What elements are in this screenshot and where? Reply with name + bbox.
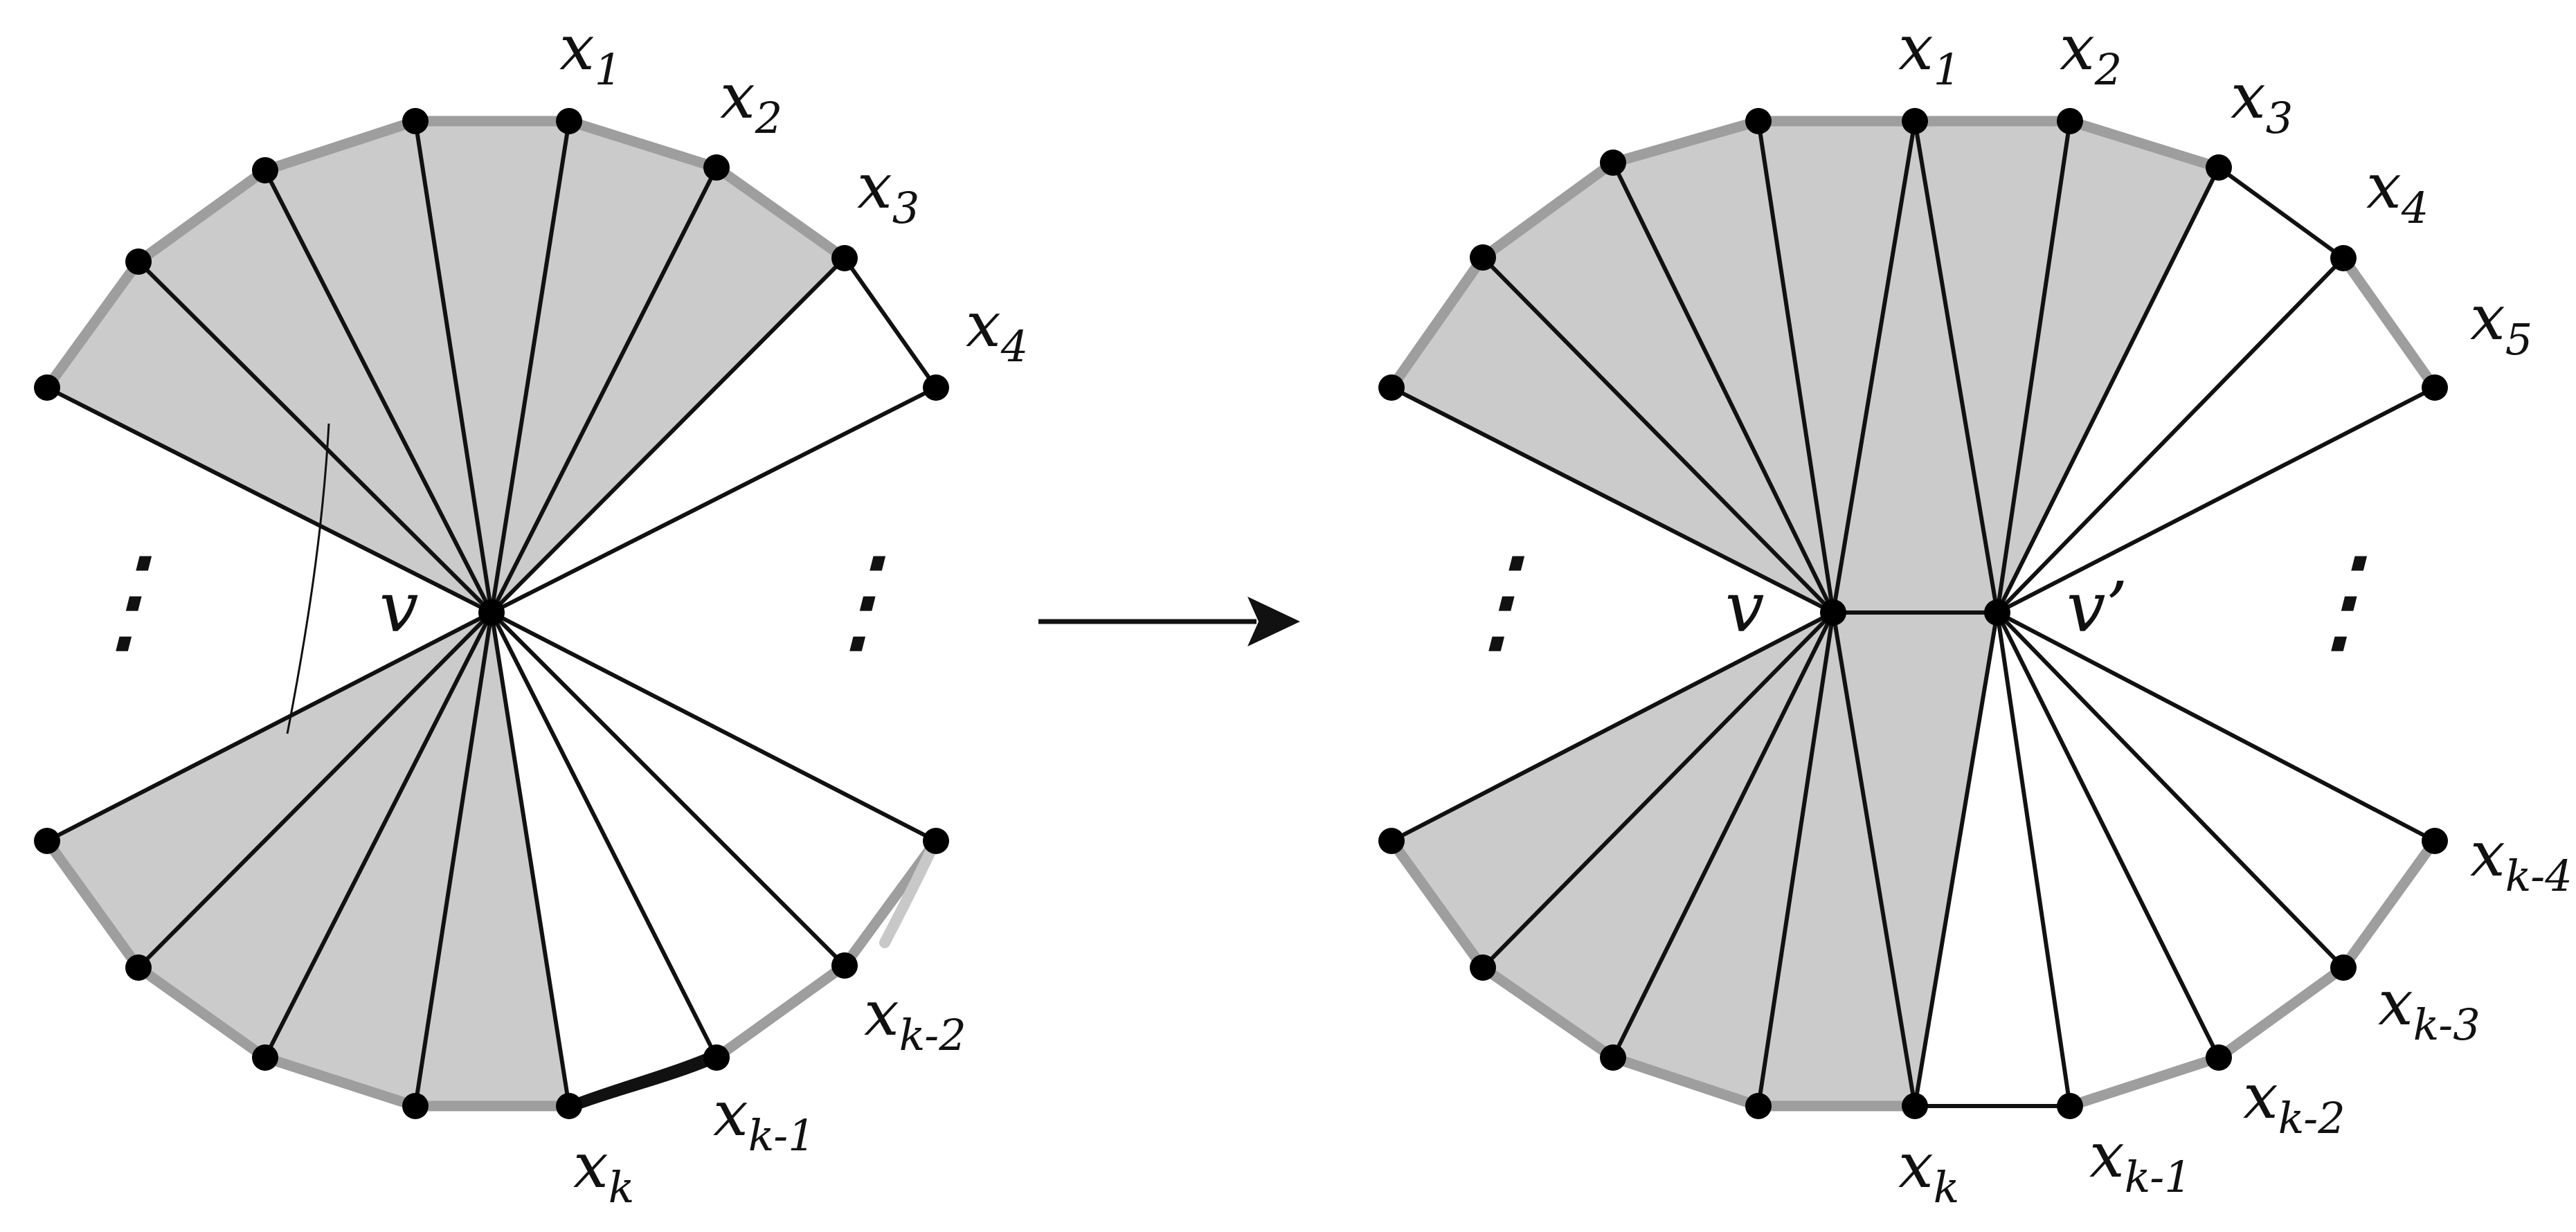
- left-label-x4: x4: [966, 289, 1028, 372]
- right-label-xk-4: xk-4: [2470, 818, 2573, 901]
- right-label-x5: x5: [2470, 282, 2532, 365]
- vertex: [1820, 599, 1846, 626]
- vertex: [2330, 954, 2357, 981]
- left-ellipsis-right: ⋮: [800, 532, 917, 669]
- left-graph: v x1 x2 x3 x4 xk xk-1 xk-2 ⋮ ⋮: [34, 12, 1028, 1213]
- vertex: [1600, 1044, 1626, 1071]
- right-shaded-lower-region: [1391, 613, 1915, 1106]
- pen-scribble-light: [879, 837, 940, 948]
- vertex: [556, 108, 582, 134]
- vertex: [556, 1093, 582, 1119]
- vertex: [923, 828, 949, 854]
- right-label-x4: x4: [2366, 150, 2429, 233]
- left-shaded-lower-region: [47, 613, 569, 1106]
- vertex: [1902, 1093, 1928, 1119]
- vertex: [402, 108, 429, 134]
- right-shaded-right-region: [1915, 121, 2219, 613]
- vertex: [1378, 374, 1405, 401]
- vertex: [125, 248, 152, 275]
- right-label-xk-2: xk-2: [2243, 1060, 2345, 1143]
- pen-scribble-line: [286, 423, 330, 734]
- left-label-x3: x3: [857, 150, 919, 233]
- left-label-xk: xk: [573, 1130, 634, 1213]
- right-shaded-left-region: [1391, 121, 1915, 613]
- left-vertices: [34, 108, 949, 1119]
- left-label-x1: x1: [559, 12, 622, 95]
- vertex: [252, 1044, 278, 1071]
- vertex: [923, 374, 949, 401]
- left-center-label: v: [379, 567, 419, 648]
- vertex: [2330, 245, 2357, 271]
- vertex: [2057, 1093, 2083, 1119]
- vertex: [252, 157, 278, 183]
- vertex: [2422, 828, 2448, 854]
- right-label-xk-1: xk-1: [2089, 1119, 2192, 1202]
- vertex: [402, 1093, 429, 1119]
- right-ellipsis-right: ⋮: [2281, 532, 2399, 669]
- left-label-xk-1: xk-1: [713, 1078, 816, 1161]
- vertex: [125, 954, 152, 981]
- right-label-xk-3: xk-3: [2378, 967, 2480, 1050]
- right-vertices: [1378, 108, 2448, 1119]
- left-shaded-upper-region: [47, 121, 845, 613]
- right-center-label-v-prime: v’: [2066, 567, 2127, 648]
- vertex: [478, 599, 505, 626]
- vertex: [831, 245, 858, 271]
- pen-scribble-heavy: [568, 1050, 718, 1111]
- vertex: [2422, 374, 2448, 401]
- vertex: [1378, 828, 1405, 854]
- vertex: [703, 1044, 730, 1071]
- vertex: [1745, 1093, 1772, 1119]
- vertex: [831, 952, 858, 979]
- right-label-xk: xk: [1898, 1130, 1959, 1213]
- vertex: [34, 374, 60, 401]
- right-label-x2: x2: [2060, 12, 2122, 95]
- left-ellipsis-left: ⋮: [66, 532, 183, 669]
- vertex: [1470, 954, 1496, 981]
- vertex: [1745, 108, 1772, 134]
- vertex: [1600, 150, 1626, 176]
- vertex: [2057, 108, 2083, 134]
- left-label-xk-2: xk-2: [864, 977, 966, 1060]
- left-label-x2: x2: [720, 60, 782, 143]
- right-center-label-v: v: [1725, 567, 1765, 648]
- vertex: [1984, 599, 2010, 626]
- right-spoke-edges: [1389, 119, 2437, 1108]
- right-arrow-icon: [1038, 597, 1300, 646]
- vertex: [703, 154, 730, 181]
- vertex: [2206, 1044, 2232, 1071]
- right-graph: v v’ x1 x2 x3 x4 x5 xk xk-1 xk-2 xk-3 xk…: [1378, 12, 2573, 1213]
- vertex: [1902, 108, 1928, 134]
- right-label-x3: x3: [2231, 60, 2293, 143]
- right-label-x1: x1: [1898, 12, 1961, 95]
- right-ellipsis-left: ⋮: [1439, 532, 1556, 669]
- left-spoke-edges: [45, 119, 938, 1108]
- right-boundary-edges: [1386, 116, 2440, 1112]
- vertex: [1470, 244, 1496, 271]
- vertex: [2206, 154, 2232, 181]
- vertex: [34, 828, 60, 854]
